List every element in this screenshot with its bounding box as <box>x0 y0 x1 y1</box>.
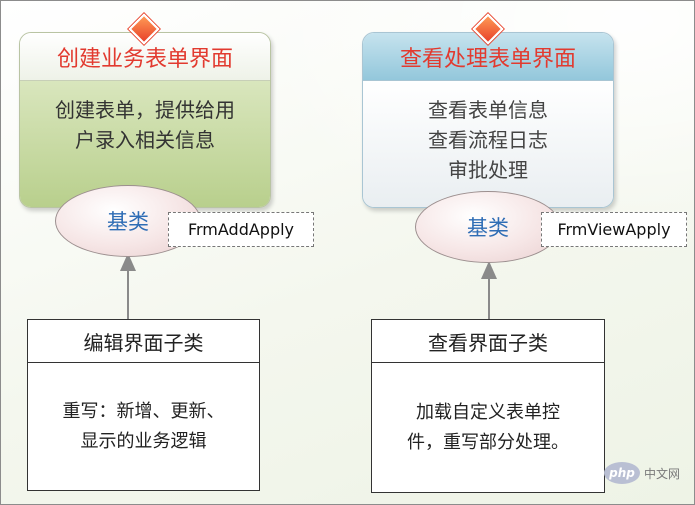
view-form-card-body: 查看表单信息 查看流程日志 审批处理 <box>363 81 613 207</box>
view-form-card-line: 审批处理 <box>448 158 528 182</box>
view-form-card-line: 查看流程日志 <box>428 128 548 152</box>
view-form-card: 查看处理表单界面 查看表单信息 查看流程日志 审批处理 <box>362 32 614 208</box>
view-subclass-line: 件，重写部分处理。 <box>407 432 569 453</box>
view-subclass-box: 查看界面子类 加载自定义表单控 件，重写部分处理。 <box>371 319 605 493</box>
view-subclass-title: 查看界面子类 <box>372 320 604 363</box>
view-subclass-body: 加载自定义表单控 件，重写部分处理。 <box>372 363 604 493</box>
php-watermark: php 中文网 <box>604 458 686 488</box>
edit-subclass-title: 编辑界面子类 <box>28 320 259 363</box>
left-base-class-label: 基类 <box>107 210 149 234</box>
watermark-text: 中文网 <box>644 466 681 481</box>
view-form-card-title: 查看处理表单界面 <box>363 33 613 81</box>
left-class-name-tag: FrmAddApply <box>168 212 314 247</box>
edit-subclass-line: 显示的业务逻辑 <box>80 431 207 452</box>
right-arrow-head <box>481 261 497 279</box>
create-form-card-line: 户录入相关信息 <box>75 128 215 152</box>
view-form-card-line: 查看表单信息 <box>428 98 548 122</box>
edit-subclass-box: 编辑界面子类 重写：新增、更新、 显示的业务逻辑 <box>27 319 260 491</box>
right-base-class-ellipse: 基类 <box>415 191 561 263</box>
php-logo-icon: php <box>604 462 640 484</box>
edit-subclass-body: 重写：新增、更新、 显示的业务逻辑 <box>28 363 259 491</box>
edit-subclass-line: 重写：新增、更新、 <box>62 401 225 422</box>
left-arrow-head <box>120 253 136 271</box>
create-form-card-line: 创建表单，提供给用 <box>55 98 235 122</box>
view-subclass-line: 加载自定义表单控 <box>416 402 560 423</box>
right-base-class-label: 基类 <box>467 216 509 240</box>
right-class-name-tag: FrmViewApply <box>541 212 687 247</box>
